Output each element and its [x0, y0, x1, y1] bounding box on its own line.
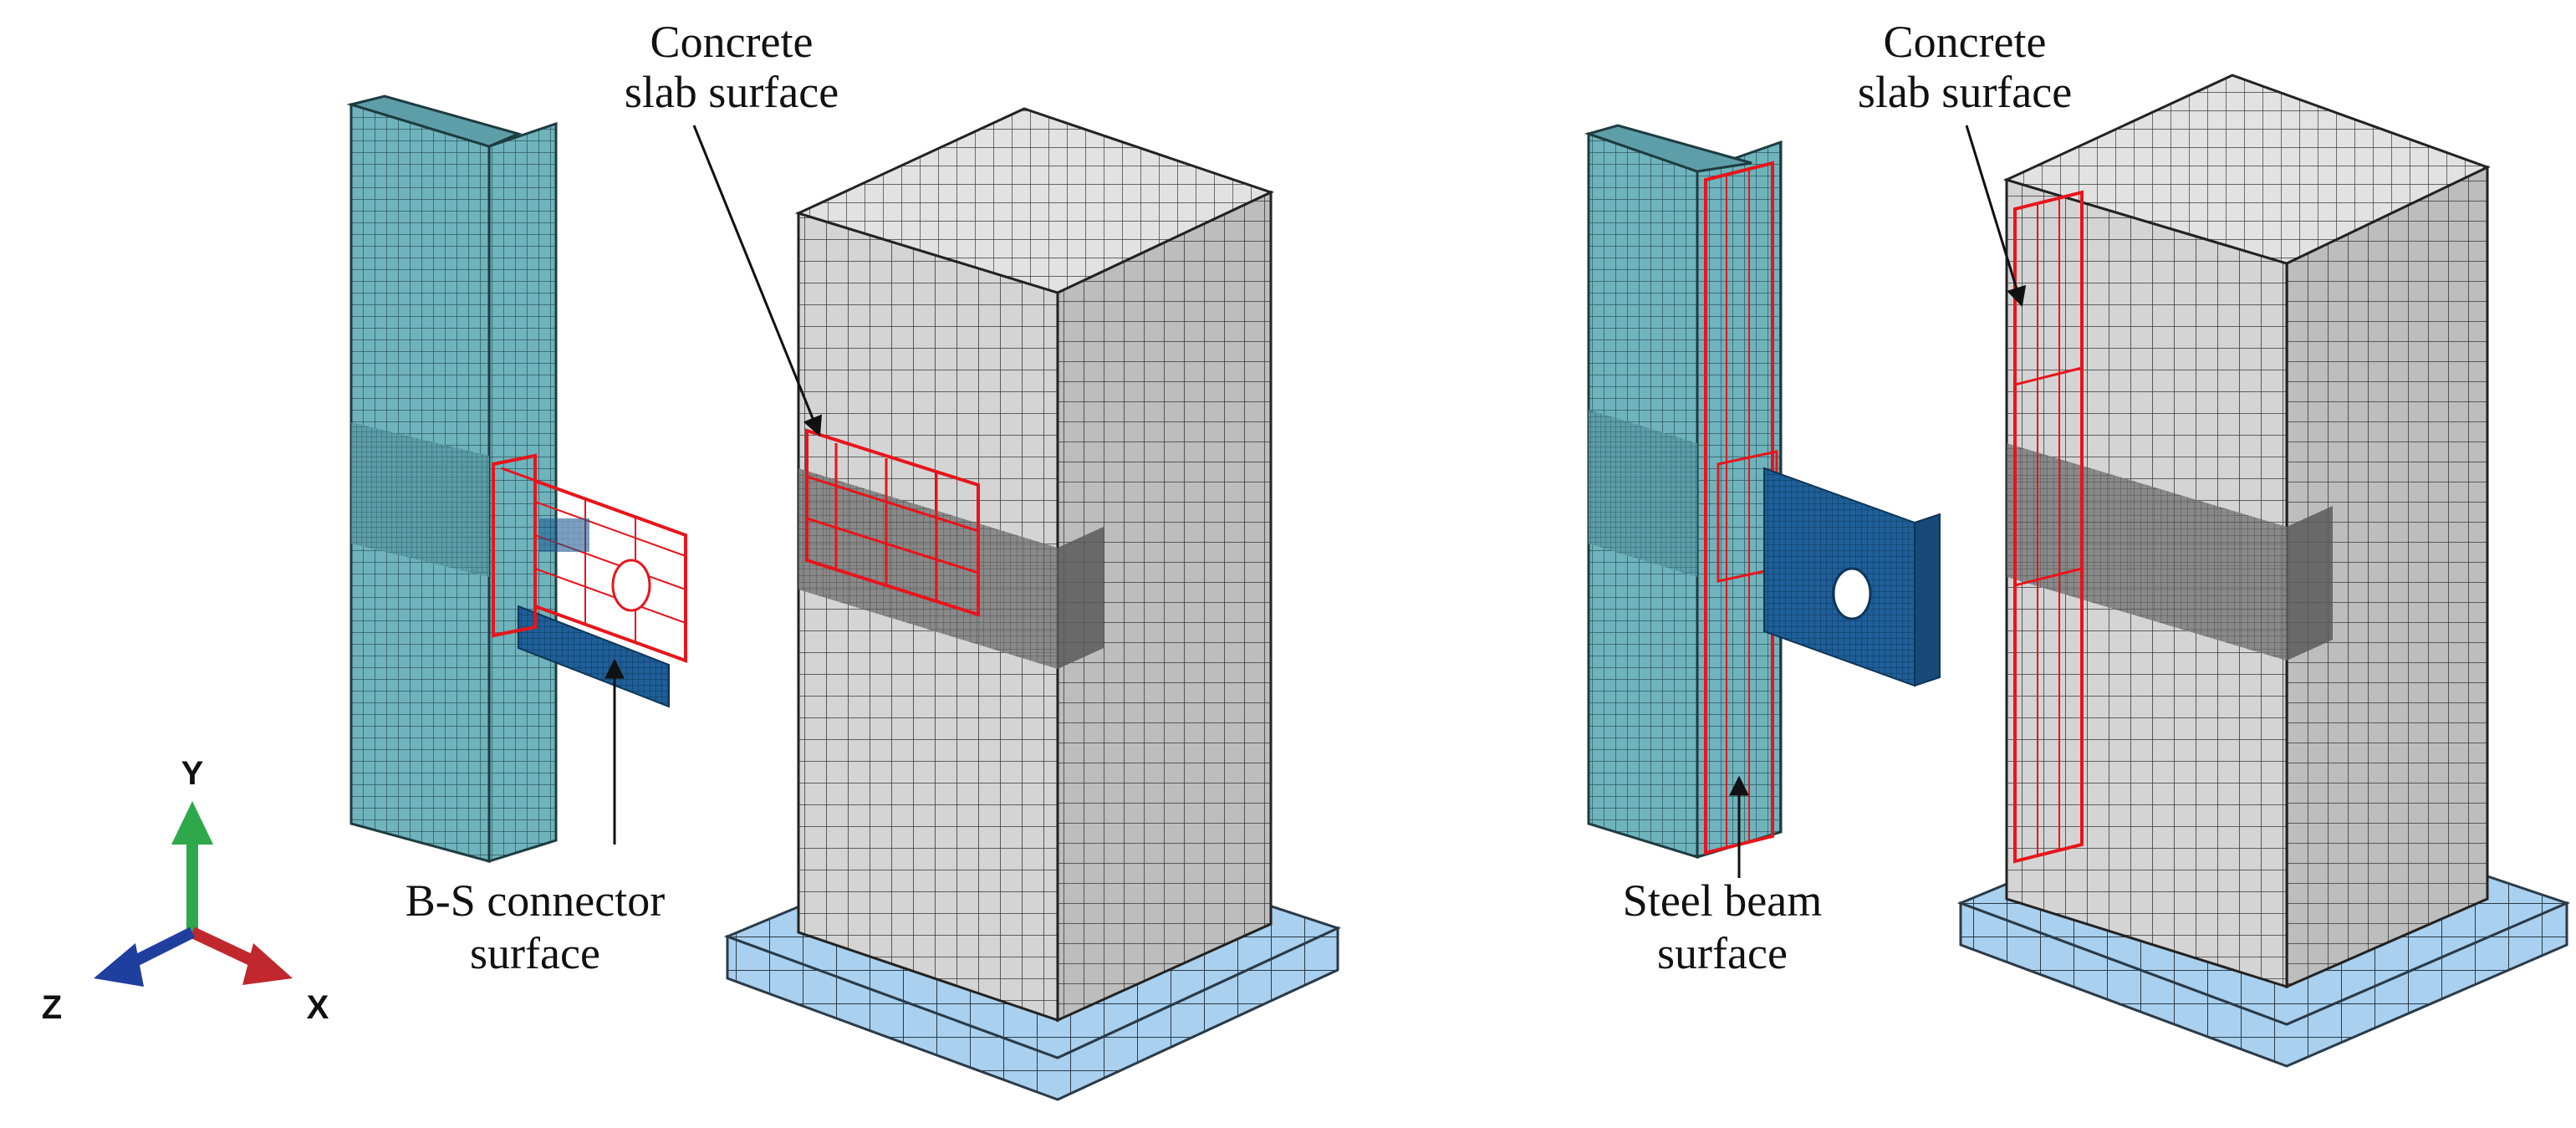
label-connector-line1: B-S connector: [406, 875, 665, 926]
x-axis-arrow-icon: [242, 943, 293, 985]
concrete-block-left: [723, 107, 1342, 1101]
label-beam-line2: surface: [1657, 928, 1788, 978]
concrete-block-right: [1956, 74, 2571, 1068]
label-steel-beam: Steel beam surface: [1623, 775, 1822, 978]
connector-bolt-hole: [611, 559, 651, 612]
z-axis-arrow-icon: [94, 943, 144, 987]
leader-arrow-concrete-right: [1965, 125, 2027, 308]
left-panel: Concrete slab surface B-S connector surf…: [346, 17, 1342, 1101]
connector-bolt-hole-right: [1832, 567, 1872, 620]
bs-connector-right: [1763, 467, 1941, 687]
label-concrete-line1: Concrete: [650, 17, 814, 67]
axis-label-x: X: [307, 989, 329, 1026]
steel-beam-left: [346, 94, 558, 864]
steel-beam-right: [1584, 124, 1783, 860]
label-concrete-line2: slab surface: [625, 67, 839, 117]
label-bs-connector: B-S connector surface: [406, 658, 665, 978]
bs-connector-left: [492, 453, 687, 708]
label-concrete-right-line1: Concrete: [1884, 17, 2047, 67]
label-beam-line1: Steel beam: [1623, 875, 1822, 926]
label-concrete-right-line2: slab surface: [1858, 67, 2072, 117]
axis-triad: Y X Z: [42, 755, 329, 1026]
label-concrete-slab-right: Concrete slab surface: [1858, 17, 2072, 308]
leader-arrow-concrete-left: [692, 125, 823, 437]
label-concrete-slab-left: Concrete slab surface: [625, 17, 839, 437]
axis-label-z: Z: [42, 989, 62, 1026]
axis-label-y: Y: [181, 755, 204, 792]
label-connector-line2: surface: [470, 928, 600, 978]
y-axis-arrow-icon: [171, 801, 213, 845]
right-panel: Concrete slab surface Steel beam surface: [1584, 17, 2571, 1068]
